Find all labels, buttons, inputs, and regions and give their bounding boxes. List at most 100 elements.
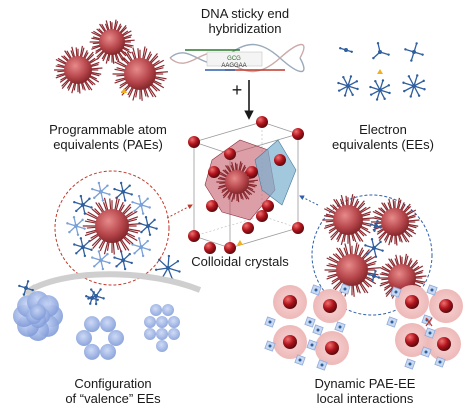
dynamic-interactions [264,283,463,371]
pae-halo-node [315,331,349,365]
curved-gray-arrow [28,271,202,293]
pae-particle [322,194,375,246]
ee-particle [131,237,151,258]
pae-halo-node [395,285,429,319]
ee-cube [390,286,402,298]
crystal-node [242,222,254,234]
ee-cube [386,316,398,328]
ee-particle [364,238,384,258]
crystal-nodes [188,116,304,254]
red-dashed-arrow [166,204,193,219]
dna-title: DNA sticky end hybridization [190,6,300,36]
ee-cube [312,324,324,336]
pae-particle [324,242,380,297]
pae-particle [370,197,420,246]
pae-cluster-with-ees [322,194,427,302]
valence-configurations [13,280,180,360]
ee-cube [294,354,306,366]
ee-cube [306,339,318,351]
ee-particle [66,216,86,236]
pae-halo-node [395,323,429,357]
pae-label-line1: Programmable atom [49,122,167,137]
pae-particle [112,46,168,101]
ee-particle [73,237,93,258]
ee-label-line1: Electron [359,122,407,137]
valence-cluster [26,304,50,328]
ee-particle [138,216,158,236]
ee-cube [404,358,416,370]
ee-particle [369,79,391,101]
config-label: Configuration of “valence” EEs [48,376,178,406]
plus-sign: + [232,80,243,100]
dynamic-label-line1: Dynamic PAE-EE [314,376,416,391]
crystal-node [224,148,236,160]
dynamic-label-line2: local interactions [316,391,414,406]
colloidal-marker-triangle [237,240,243,245]
ee-cube [264,340,276,352]
blue-polyhedron [254,139,297,206]
pae-particle [89,19,135,64]
crystal-node [256,210,268,222]
dna-title-line2: hybridization [208,21,282,36]
pae-particles [53,19,168,101]
ee-label: Electron equivalents (EEs) [318,122,448,152]
interaction-mark [425,317,433,327]
ee-particle [337,75,359,97]
config-label-line2: of “valence” EEs [65,391,161,406]
valence-cluster [76,316,124,360]
ee-cube [304,316,316,328]
ee-cube [316,359,328,371]
pae-halo-node [273,325,307,359]
crystal-node [188,230,200,242]
blue-dashed-arrow [299,195,319,206]
pae-ee-circle-right [311,194,433,316]
ee-particle [113,250,133,271]
central-pae [216,161,258,203]
dynamic-label: Dynamic PAE-EE local interactions [300,376,430,406]
dna-seq-bottom: AAGGAA [221,63,246,69]
crystal-node [292,222,304,234]
crystal-node [246,166,258,178]
pae-halo-node [273,285,307,319]
ee-cube [420,346,432,358]
ee-particle [370,220,382,232]
crystal-node [188,136,200,148]
ee-particle [131,194,151,215]
crystal-node [206,200,218,212]
ee-particle [404,42,424,62]
dna-title-line1: DNA sticky end [200,6,290,21]
dna-hybridization-graphic: GCG AAGGAA [169,43,305,73]
pae-with-ees [66,181,181,306]
ee-particle [113,181,133,202]
crystal-node [262,200,274,212]
central-pae-particle [216,161,258,203]
ee-particle [91,181,111,202]
ee-cube [334,321,346,333]
ee-particle [73,194,93,215]
ee-particles [337,42,426,101]
pae-halo-node [427,327,461,361]
pae-halo-node [429,289,463,323]
unit-cell [193,121,299,249]
crystal-node [208,166,220,178]
config-label-line1: Configuration [74,376,152,391]
crystal-node [274,154,286,166]
crystal-node [256,116,268,128]
ee-label-line2: equivalents (EEs) [332,137,434,152]
pae-label-line2: equivalents (PAEs) [53,137,163,152]
ee-cube [310,284,322,296]
crystal-node [292,128,304,140]
pae-particle [82,196,142,255]
ee-particle [91,250,111,271]
ee-particle [402,74,426,98]
colloidal-label-text: Colloidal crystals [191,254,289,269]
ee-cube [434,356,446,368]
dna-seq-top: GCG [227,56,241,62]
ee-particle [339,47,353,53]
pae-label: Programmable atom equivalents (PAEs) [38,122,178,152]
ee-cube [426,284,438,296]
crystal-node [224,242,236,254]
ee-cube [264,316,276,328]
ee-cube [339,283,351,295]
ee-marker-triangle [377,69,383,74]
